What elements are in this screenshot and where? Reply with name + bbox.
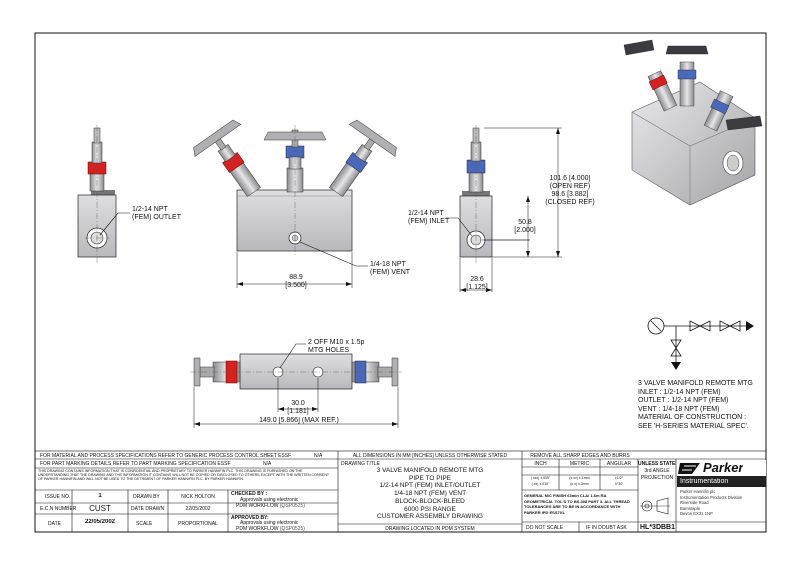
do-not-scale: DO NOT SCALE: [526, 525, 564, 531]
tol-angle-1: ±1/2°: [614, 476, 624, 480]
inlet-callout: 1/2-14 NPT (FEM) INLET: [408, 210, 450, 225]
company-address: Parker Hannifin plc Instrumentation Prod…: [680, 489, 743, 516]
tol-inch-1: (.xxx) ±.005": [530, 476, 551, 480]
spec-line: SEE 'H-SERIES MATERIAL SPEC'.: [638, 422, 749, 430]
checked-qsp: (QSP0525): [279, 503, 305, 509]
tol-angle-2: 0°30': [615, 482, 623, 486]
checked-note: Approvals using electronic: [240, 497, 299, 503]
scale-label: SCALE: [136, 521, 153, 527]
title-line: CUSTOMER ASSEMBLY DRAWING: [377, 513, 483, 521]
part-number: HL*3DBB1: [640, 524, 676, 531]
issue-no-label: ISSUE NO.: [45, 494, 71, 500]
outlet-callout: 1/2-14 NPT (FEM) OUTLET: [132, 206, 181, 221]
confidential-note: THIS DRAWING CONTAINS INFORMATION THAT I…: [38, 469, 330, 482]
title-line: BLOCK-BLOCK-BLEED: [395, 497, 465, 505]
checked-workflow: PDM WORKFLOW (QSP0525): [236, 503, 305, 509]
right-side-view: [446, 125, 562, 292]
title-block-grid: [34, 450, 767, 533]
tol-metric-2: (x.x) ±.3mm: [570, 482, 589, 486]
projection-line-2: 3rd ANGLE: [644, 468, 670, 474]
approved-wf-text: PDM WORKFLOW: [236, 526, 279, 532]
approved-note: Approvals using electronic: [240, 520, 299, 526]
division-name: Instrumentation: [680, 478, 729, 485]
finish-note: GENERAL M/C FINISH 63min CLA/ 1.6m RA GE…: [524, 493, 630, 515]
drawn-by: NICK HOLTON: [181, 494, 215, 500]
title-line: 1/4-18 NPT (FEM) VENT: [393, 490, 467, 498]
overall-length-dimension: 149.0 [5.866] (MAX REF.): [259, 417, 339, 424]
title-line: 3 VALVE MANIFOLD REMOTE MTG: [376, 467, 484, 474]
approved-qsp: (QSP0525): [279, 526, 305, 532]
width-dimension: 88.9 [3.500]: [285, 274, 307, 289]
ecn-number: CUST: [89, 504, 111, 513]
marking-na: N/A: [263, 461, 272, 467]
drawn-by-label: DRAWN BY: [133, 494, 160, 500]
date-label: DATE: [48, 521, 61, 527]
approved-workflow: PDM WORKFLOW (QSP0525): [236, 526, 305, 532]
spec-notes: 3 VALVE MANIFOLD REMOTE MTG INLET : 1/2-…: [638, 380, 753, 431]
mtg-holes-callout: 2 OFF M10 x 1.5p MTG HOLES: [308, 339, 365, 354]
spec-line: INLET : 1/2-14 NPT (FEM): [638, 388, 721, 396]
date-drawn: 22/05/2002: [185, 506, 211, 512]
date-drawn-label: DATE DRAWN: [131, 506, 165, 512]
brand-name: Parker: [703, 460, 744, 475]
spec-line: OUTLET : 1/2-14 NPT (FEM): [638, 397, 729, 404]
projection-line-3: PROJECTION: [640, 475, 674, 481]
approved-by-label: APPROVED BY:: [231, 515, 269, 521]
drawing-title-label: DRAWING TITLE: [341, 461, 380, 467]
checked-wf-text: PDM WORKFLOW: [236, 503, 279, 509]
vent-callout: 1/4-18 NPT (FEM) VENT: [370, 261, 411, 276]
spec-line: 3 VALVE MANIFOLD REMOTE MTG: [638, 380, 753, 387]
left-side-view: [77, 125, 130, 264]
parker-logo: [677, 460, 766, 487]
projection-symbol: [640, 497, 670, 515]
tol-angular-header: ANGULAR: [606, 461, 632, 467]
units-note: ALL DIMENSIONS IN MM [INCHES] UNLESS OTH…: [352, 453, 508, 459]
if-in-doubt: IF IN DOUBT ASK: [586, 525, 627, 531]
burrs-note: REMOVE ALL SHARP EDGES AND BURRS: [530, 453, 630, 459]
checked-by-label: CHECKED BY :: [231, 491, 268, 497]
tol-metric-header: METRIC: [569, 461, 590, 467]
tol-metric-1: (x.xx) ±.1mm: [569, 476, 590, 480]
ecn-label: E.C.N NUMBER: [40, 506, 77, 512]
spec-line: MATERIAL OF CONSTRUCTION :: [638, 414, 747, 421]
hole-spacing-dimension: 30.0 [1.181]: [287, 400, 309, 415]
top-view: [190, 343, 402, 428]
depth-dimension: 28.6 [1.125]: [466, 276, 488, 291]
height-mid-dimension: 50.8 [2.000]: [514, 219, 536, 234]
pdm-note: DRAWING LOCATED IN PDM SYSTEM: [385, 526, 475, 532]
date: 22/05/2002: [84, 519, 116, 525]
marking-note: FOR PART MARKING DETAILS REFER TO PART M…: [40, 461, 231, 467]
material-na: N/A: [314, 453, 323, 459]
material-note: FOR MATERIAL AND PROCESS SPECIFICATIONS …: [40, 453, 292, 459]
title-line: PIPE TO PIPE: [408, 474, 452, 482]
scale: PROPORTIONAL: [178, 521, 218, 527]
valve-schematic-symbol: [647, 317, 754, 370]
height-open-closed-dimension: 101.6 [4.000] (OPEN REF) 98.6 [3.882] (C…: [545, 175, 595, 206]
isometric-view: [623, 39, 763, 206]
drawing-title: 3 VALVE MANIFOLD REMOTE MTG PIPE TO PIPE…: [338, 467, 522, 521]
tol-inch-header: INCH: [534, 461, 547, 467]
tol-inch-2: (.xx) ±.010": [531, 482, 550, 486]
title-line: 6000 PSI RANGE: [404, 505, 456, 513]
spec-line: VENT : 1/4-18 NPT (FEM): [638, 405, 720, 413]
front-view: [193, 119, 397, 288]
projection-line-1: UNLESS STATED: [638, 461, 676, 467]
title-line: 1/2-14 NPT (FEM) INLET/OUTLET: [379, 482, 481, 490]
issue-no: 1: [98, 493, 102, 499]
